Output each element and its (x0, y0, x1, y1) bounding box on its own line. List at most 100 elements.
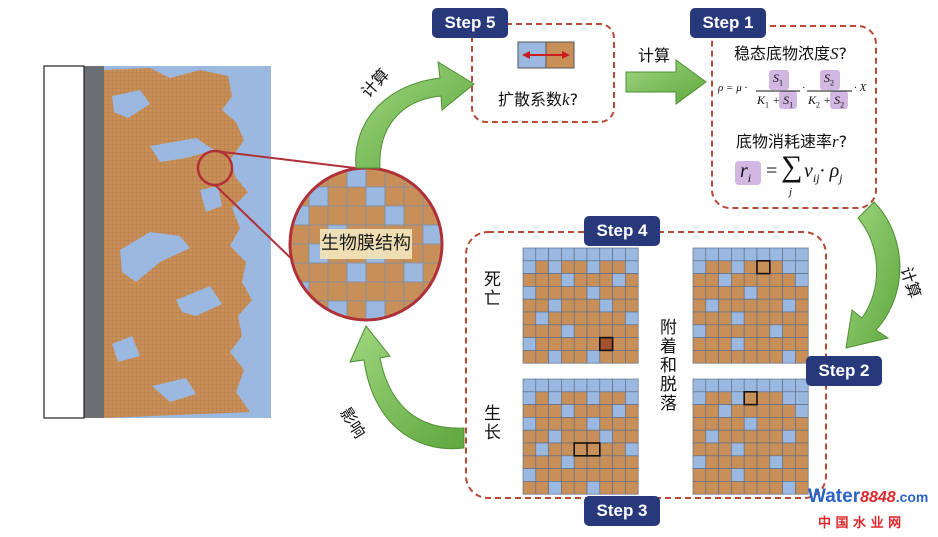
magnified-cell (346, 205, 367, 226)
grid-cell (705, 481, 719, 495)
grid-cell (743, 429, 758, 444)
sum-symbol: ∑ (781, 150, 803, 183)
magnified-cell (422, 168, 442, 188)
grid-cell (692, 417, 707, 431)
grid-cell (756, 350, 771, 364)
grid-cell (535, 429, 549, 444)
grid-cell (705, 417, 719, 431)
grid-cell (795, 337, 809, 351)
grid-cell (599, 286, 613, 300)
magnified-cell (327, 205, 348, 226)
grid-cell (731, 378, 745, 393)
growth-label: 生长 (480, 404, 500, 442)
biofilm-structure-label: 生物膜结构 (320, 229, 412, 259)
magnified-cell (346, 281, 367, 302)
grid-cell (692, 429, 707, 444)
grid-cell (625, 481, 639, 495)
grid-cell (782, 391, 796, 405)
grid-cell (561, 337, 575, 351)
grid-cell (692, 311, 707, 326)
grid-cell (535, 324, 549, 338)
grid-cell (625, 378, 639, 393)
s2-den-sub1: 2 (816, 100, 821, 110)
grid-cell (718, 298, 732, 313)
grid-cell (718, 404, 732, 418)
grid-cell (692, 378, 707, 393)
grid-cell (718, 455, 732, 469)
grid-cell (612, 455, 626, 469)
grid-cell (782, 429, 796, 444)
grid-cell (795, 455, 809, 469)
grid-cell (769, 404, 783, 418)
grid-death (522, 247, 639, 364)
grid-cell (692, 324, 707, 338)
water-channel (112, 90, 150, 118)
compute-label-mid: 计算 (638, 46, 671, 65)
grid-cell (743, 455, 758, 469)
grid-cell (743, 378, 758, 393)
grid-cell (692, 455, 707, 469)
grid-cell (586, 311, 601, 326)
grid-cell (548, 286, 562, 300)
s1-den-sub2: 1 (789, 100, 794, 110)
grid-cell (612, 311, 626, 326)
grid-cell (535, 260, 549, 274)
step4-badge: Step 4 (584, 216, 660, 246)
grid-cell (782, 286, 796, 300)
grid-cell (625, 260, 639, 274)
step1-badge: Step 1 (690, 8, 766, 38)
grid-cell (586, 455, 601, 469)
grid-cell (705, 429, 719, 444)
grid-cell (756, 442, 771, 457)
magnified-cell (384, 205, 405, 226)
grid-cell (756, 273, 771, 287)
grid-cell (743, 324, 758, 338)
grid-cell (561, 311, 575, 326)
grid-cell (599, 298, 613, 313)
grid-cell (612, 260, 626, 274)
grid-cell (743, 311, 758, 326)
arrow-compute-mid (625, 59, 707, 105)
grid-cell (782, 455, 796, 469)
grid-cell (548, 311, 562, 326)
grid-cell (599, 481, 613, 495)
brand-com: com (899, 489, 929, 505)
grid-detach (692, 378, 809, 495)
grid-cell (705, 455, 719, 469)
grid-cell (535, 391, 549, 405)
grid-cell (535, 442, 549, 457)
grid-cell (782, 324, 796, 338)
grid-cell (756, 429, 771, 444)
grid-cell (718, 273, 732, 287)
grid-cell (573, 429, 588, 444)
grid-cell (522, 468, 537, 482)
grid-cell (718, 481, 732, 495)
grid-cell (731, 404, 745, 418)
step5-badge: Step 5 (432, 8, 508, 38)
water-channel (120, 232, 190, 282)
grid-cell (548, 260, 562, 274)
grid-cell (769, 324, 783, 338)
grid-cell (731, 429, 745, 444)
arrow-influence (349, 325, 465, 450)
grid-cell (731, 273, 745, 287)
magnified-cell (327, 262, 348, 283)
dot: · (802, 82, 806, 94)
diffusion-q: ? (569, 90, 579, 109)
water-channel (112, 336, 140, 362)
grid-cell (586, 391, 601, 405)
grid-cell (599, 391, 613, 405)
grid-cell (586, 429, 601, 444)
grid-cell (586, 337, 601, 351)
substratum-grey (84, 66, 104, 418)
grid-cell (612, 298, 626, 313)
grid-cell (718, 429, 732, 444)
ri-highlight (735, 161, 761, 185)
consumption-text: 底物消耗速率 (736, 132, 833, 151)
grid-cell (795, 324, 809, 338)
grid-cell (769, 350, 783, 364)
grid-cell (548, 273, 562, 287)
grid-cell (625, 337, 639, 351)
consumption-rate-label: 底物消耗速率r? (736, 128, 847, 152)
grid-cell (535, 273, 549, 287)
